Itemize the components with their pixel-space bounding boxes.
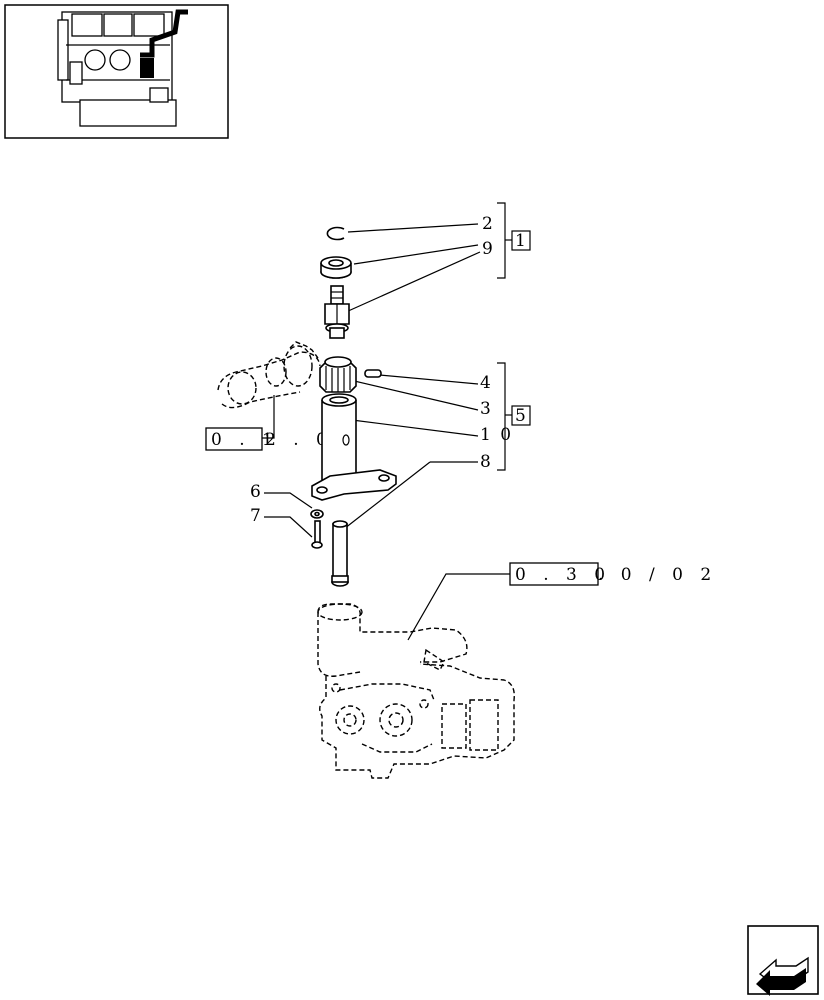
circlip-part [326, 226, 345, 241]
callout-3: 3 [480, 399, 493, 419]
previous-page-arrow-icon[interactable] [747, 925, 819, 996]
callout-9: 9 [482, 239, 495, 259]
pin-part [364, 369, 382, 378]
oil-pump-ref-tail-text: . 0 / 0 2 [598, 565, 717, 585]
callout-2: 2 [482, 214, 495, 234]
group-label-5: 5 [515, 406, 528, 426]
group-bracket-5: 5 [497, 362, 531, 471]
camshaft-reference[interactable]: 0 . 1 2 . 0 [205, 427, 333, 451]
drive-gear-part [319, 356, 357, 393]
callout-4: 4 [480, 373, 493, 393]
drive-shaft-top-part [324, 285, 350, 339]
small-washer-part [310, 509, 324, 519]
washer-part [320, 256, 352, 279]
engine-thumbnail-icon[interactable] [4, 4, 229, 139]
group-bracket-1: 1 [497, 202, 531, 279]
camshaft-dashed [217, 341, 321, 409]
bolt-part [311, 520, 323, 549]
group-label-1: 1 [515, 231, 528, 251]
callout-8: 8 [480, 452, 493, 472]
leader-lines [262, 223, 510, 641]
callout-6: 6 [250, 482, 263, 502]
camshaft-ref-tail-text: 2 . 0 [265, 430, 333, 450]
callout-10: 1 0 [480, 425, 513, 445]
oil-pump-housing-dashed [317, 603, 515, 779]
oil-pump-reference[interactable]: 0 . 3 0 . 0 / 0 2 [509, 562, 717, 586]
callout-7: 7 [250, 506, 263, 526]
pump-shaft-part [331, 520, 349, 587]
oil-pump-ref-box-text: 0 . 3 0 [515, 565, 611, 585]
drive-housing-part [311, 393, 397, 501]
camshaft-ref-box-text: 0 . 1 [211, 430, 279, 450]
